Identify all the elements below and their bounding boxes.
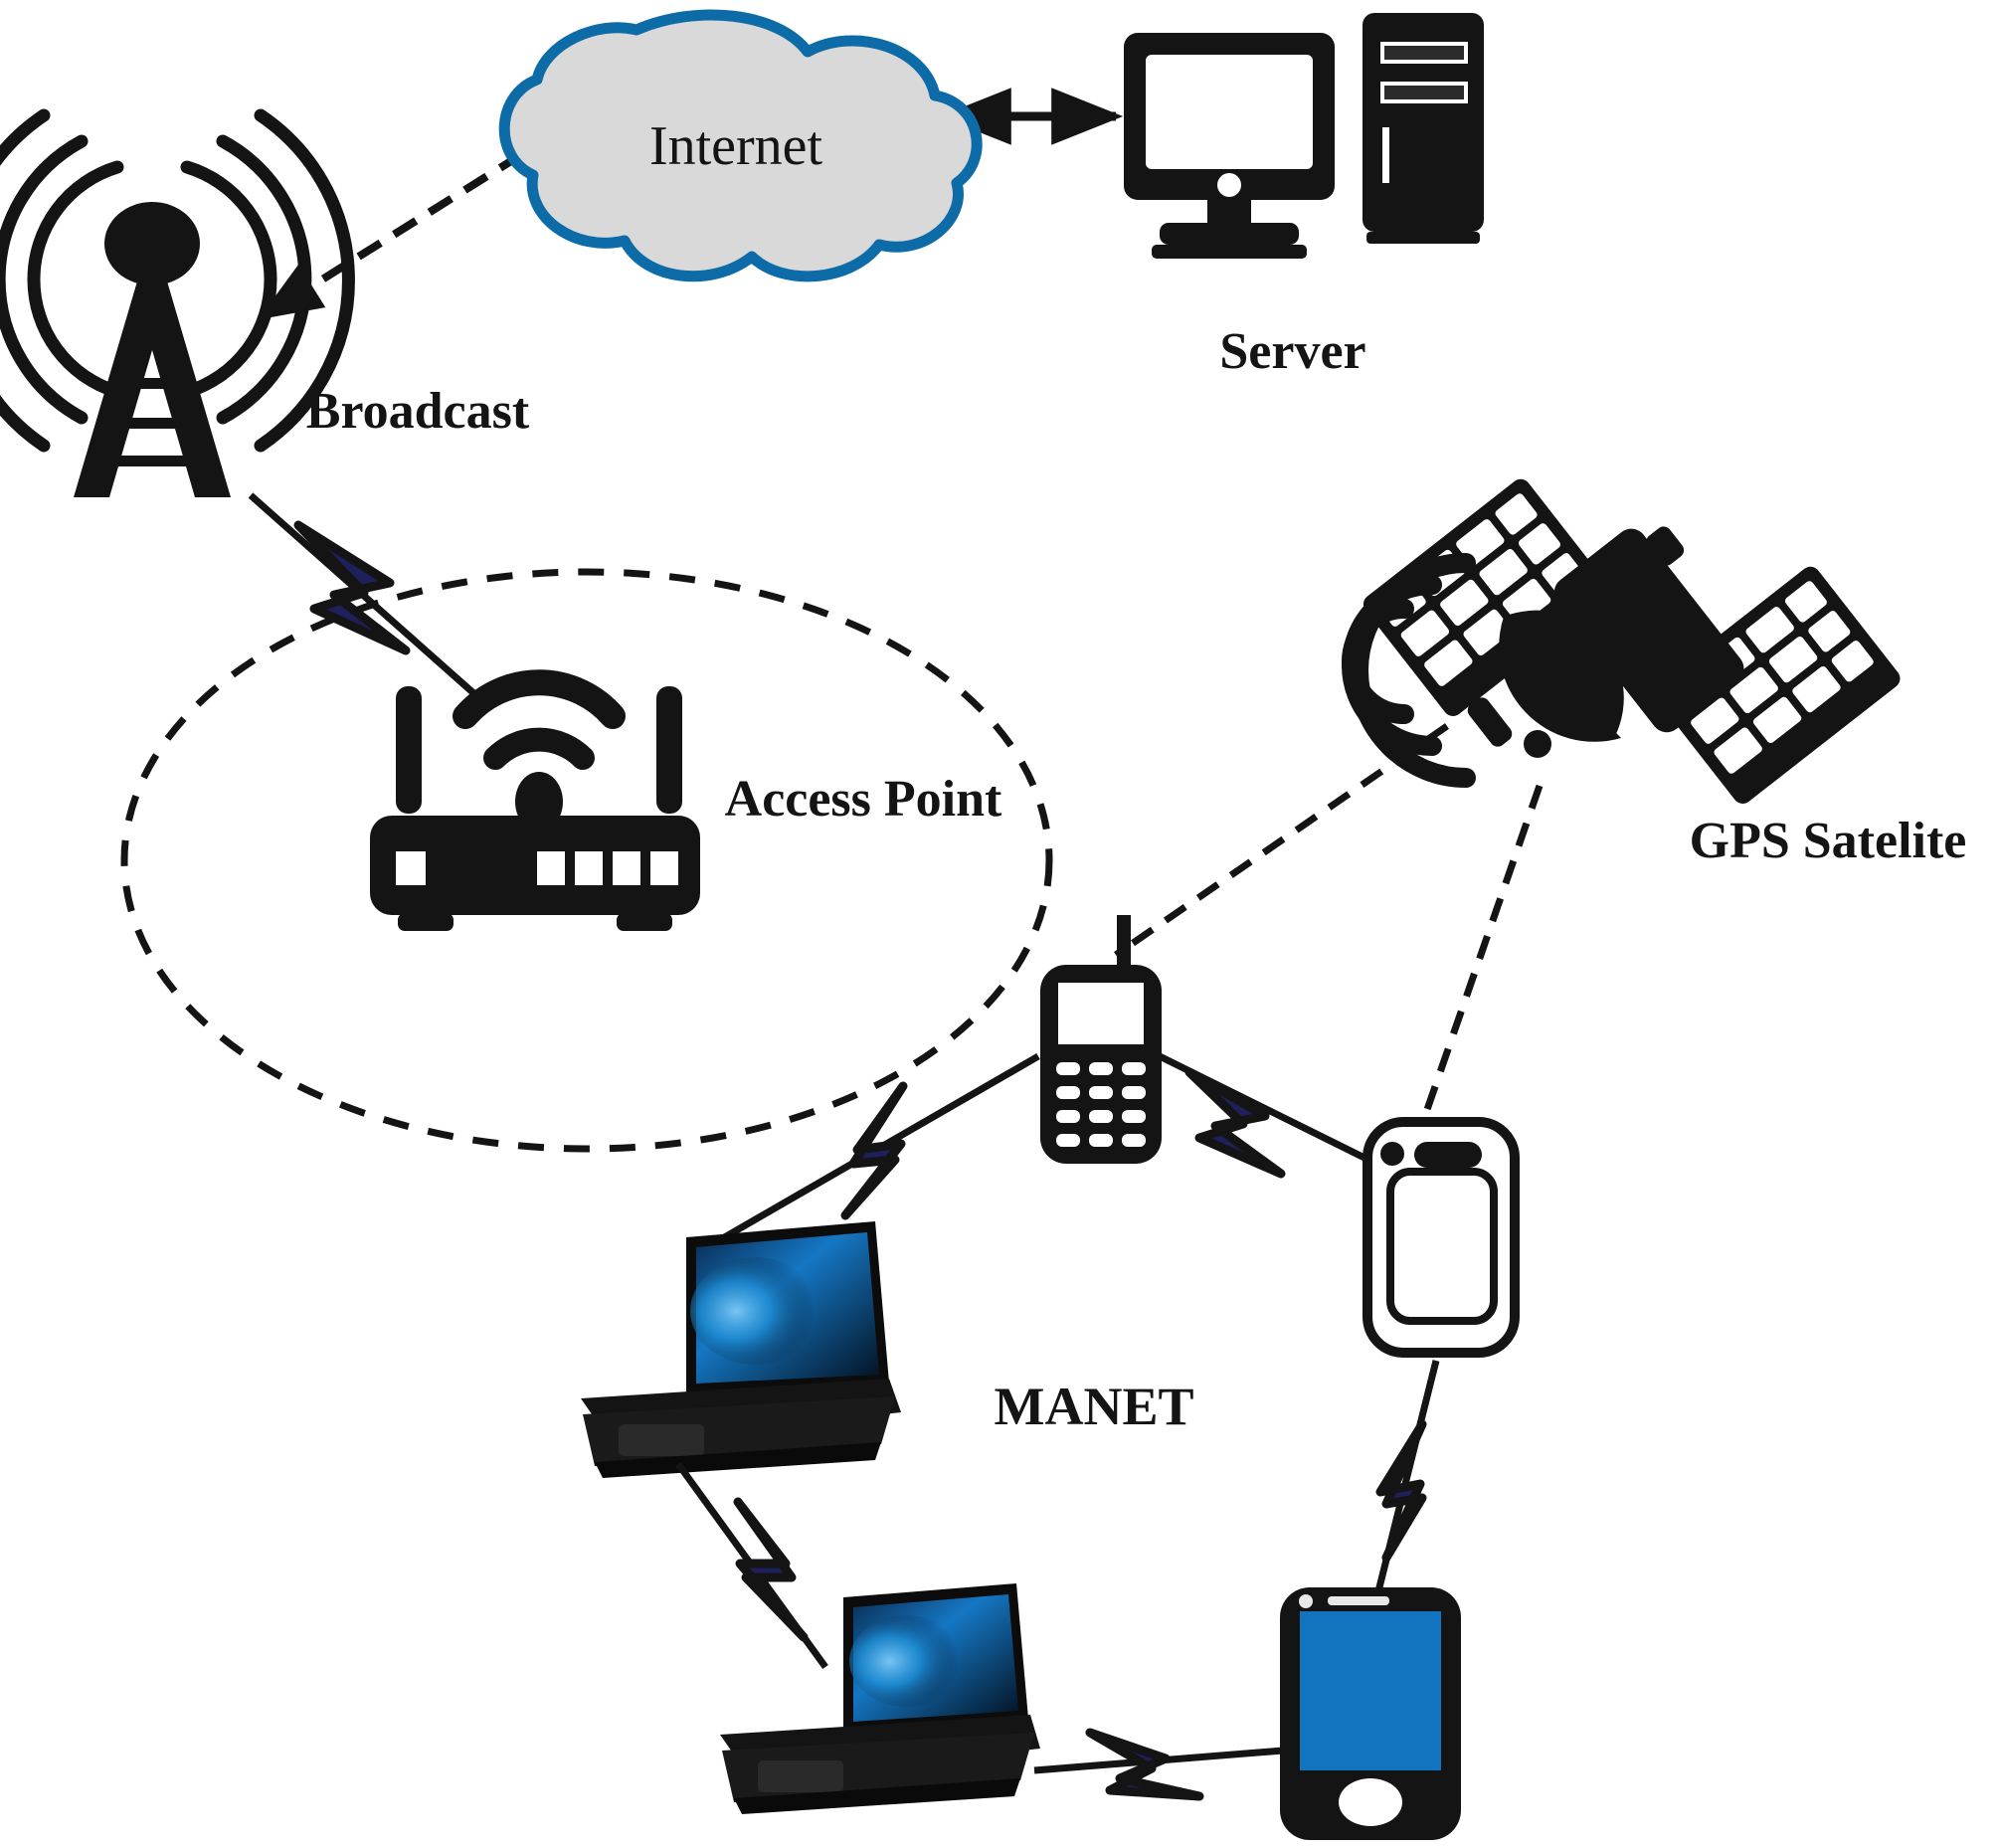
link-broadcast-to-access-point	[248, 492, 482, 701]
monitor-base-top	[1160, 223, 1299, 245]
router-foot-left	[398, 913, 454, 931]
tower-crossbar-2	[109, 418, 195, 429]
broadcast-tower: Broadcast	[0, 108, 530, 497]
tower-head	[104, 202, 200, 285]
wifi-arc-outer	[453, 669, 626, 729]
access-point-label: Access Point	[725, 771, 1002, 828]
satellite-dish	[1467, 610, 1624, 758]
manet-coverage-area	[120, 568, 1053, 1153]
cloud-icon	[498, 9, 983, 282]
laptop-trackpad	[758, 1760, 843, 1792]
laptop-front-edge	[734, 1778, 1020, 1814]
lightning-bolt-icon	[1184, 1067, 1286, 1179]
lightning-bolt-icon	[733, 1497, 809, 1642]
router-port-2	[575, 851, 603, 885]
smartphone-home-button	[1339, 1778, 1402, 1826]
manet-label: MANET	[995, 1377, 1194, 1436]
link-tablet-to-smartphone	[1372, 1360, 1440, 1600]
lightning-bolt-icon	[1375, 1419, 1427, 1563]
router-port-4	[650, 851, 678, 885]
tower-foot	[1366, 232, 1480, 244]
internet-label: Internet	[649, 115, 823, 177]
laptop-trackpad	[619, 1424, 704, 1456]
tower-mast	[74, 275, 231, 497]
tower-slot-1-inner	[1384, 46, 1464, 60]
feature-phone-screen	[1058, 983, 1144, 1044]
link-feature-phone-to-tablet	[1158, 1052, 1374, 1179]
router-led-power	[396, 851, 426, 885]
server-label: Server	[1219, 323, 1365, 380]
monitor-screen	[1146, 55, 1313, 169]
lightning-bolt-icon	[1085, 1728, 1204, 1801]
link-laptop-lower-to-smartphone	[1033, 1728, 1284, 1801]
radio-wave-right-2	[216, 134, 312, 425]
server: Server	[1124, 13, 1484, 380]
dashed-link-line	[1418, 784, 1544, 1126]
monitor-neck	[1207, 199, 1251, 227]
broadcast-label: Broadcast	[306, 383, 530, 440]
dashed-ellipse	[120, 568, 1053, 1153]
tower-crossbar-3	[95, 456, 209, 466]
gps-satellite: GPS Satelite	[1342, 478, 1967, 869]
server-tower	[1363, 13, 1484, 232]
solar-panel-right	[1653, 566, 1901, 804]
laptop-screen-glow	[690, 1257, 821, 1365]
dashed-link-line	[1114, 723, 1449, 958]
radio-wave-left-2	[0, 134, 89, 425]
router-antenna-right	[656, 686, 682, 814]
laptop-screen-glow	[849, 1615, 965, 1707]
wifi-arc-inner	[483, 727, 595, 770]
monitor-power-dot	[1217, 173, 1241, 197]
tower-slot-2-inner	[1384, 86, 1464, 99]
link-laptop-upper-to-laptop-lower	[675, 1461, 828, 1670]
feature-phone	[1040, 915, 1162, 1164]
tablet-camera-dot	[1380, 1142, 1404, 1166]
link-satellite-to-tablet	[1418, 784, 1544, 1126]
satellite-body	[1553, 526, 1744, 733]
smartphone-camera-dot	[1299, 1594, 1313, 1608]
monitor-base-bottom	[1152, 245, 1307, 259]
radio-wave-right-3	[254, 108, 355, 453]
smartphone-screen	[1300, 1611, 1441, 1770]
tablet-screen	[1386, 1168, 1498, 1325]
link-satellite-to-feature-phone	[1114, 723, 1449, 958]
laptop-lower	[720, 1583, 1040, 1814]
gps-satellite-label: GPS Satelite	[1690, 813, 1967, 869]
internet-cloud: Internet	[498, 9, 983, 282]
tower-crossbar-1	[121, 378, 183, 389]
router-foot-right	[617, 913, 672, 931]
router-antenna-left	[396, 686, 422, 814]
satellite-signal-arc-3	[1342, 599, 1414, 724]
radio-wave-left-1	[27, 160, 124, 399]
laptop-upper	[581, 1221, 901, 1478]
router-body	[370, 816, 700, 915]
lightning-bolt-icon	[293, 520, 411, 655]
tablet	[1363, 1117, 1520, 1358]
tower-vent-line	[1382, 127, 1389, 183]
radio-wave-right-1	[180, 160, 277, 399]
router-port-1	[537, 851, 565, 885]
smartphone-speaker	[1328, 1596, 1389, 1605]
feature-phone-keypad	[1056, 1062, 1146, 1147]
lightning-bolt-icon	[840, 1081, 908, 1220]
tablet-speaker	[1414, 1142, 1482, 1168]
radio-wave-left-3	[0, 108, 51, 453]
access-point: Access Point	[370, 669, 1002, 931]
link-feature-phone-to-laptop-upper	[712, 1052, 1040, 1247]
laptop-front-edge	[595, 1442, 881, 1478]
router-port-3	[613, 851, 640, 885]
smartphone	[1280, 1587, 1461, 1840]
